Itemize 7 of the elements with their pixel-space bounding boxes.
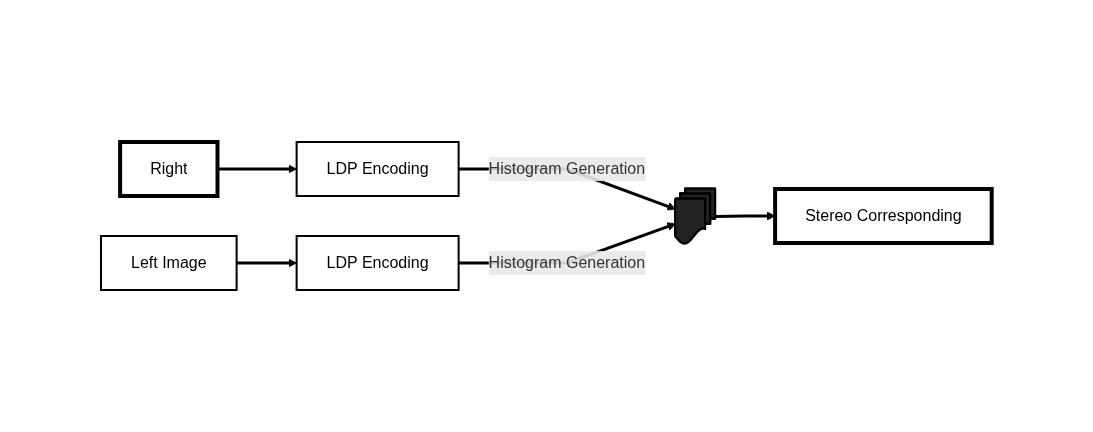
edge-label: Histogram Generation — [488, 254, 646, 271]
node-box: LDP Encoding — [295, 141, 460, 197]
node-box: Right — [118, 140, 220, 198]
node-box: Stereo Corresponding — [773, 187, 994, 245]
node-box: Left Image — [100, 235, 238, 291]
edge-label: Histogram Generation — [488, 160, 646, 177]
node-box: LDP Encoding — [295, 235, 460, 291]
